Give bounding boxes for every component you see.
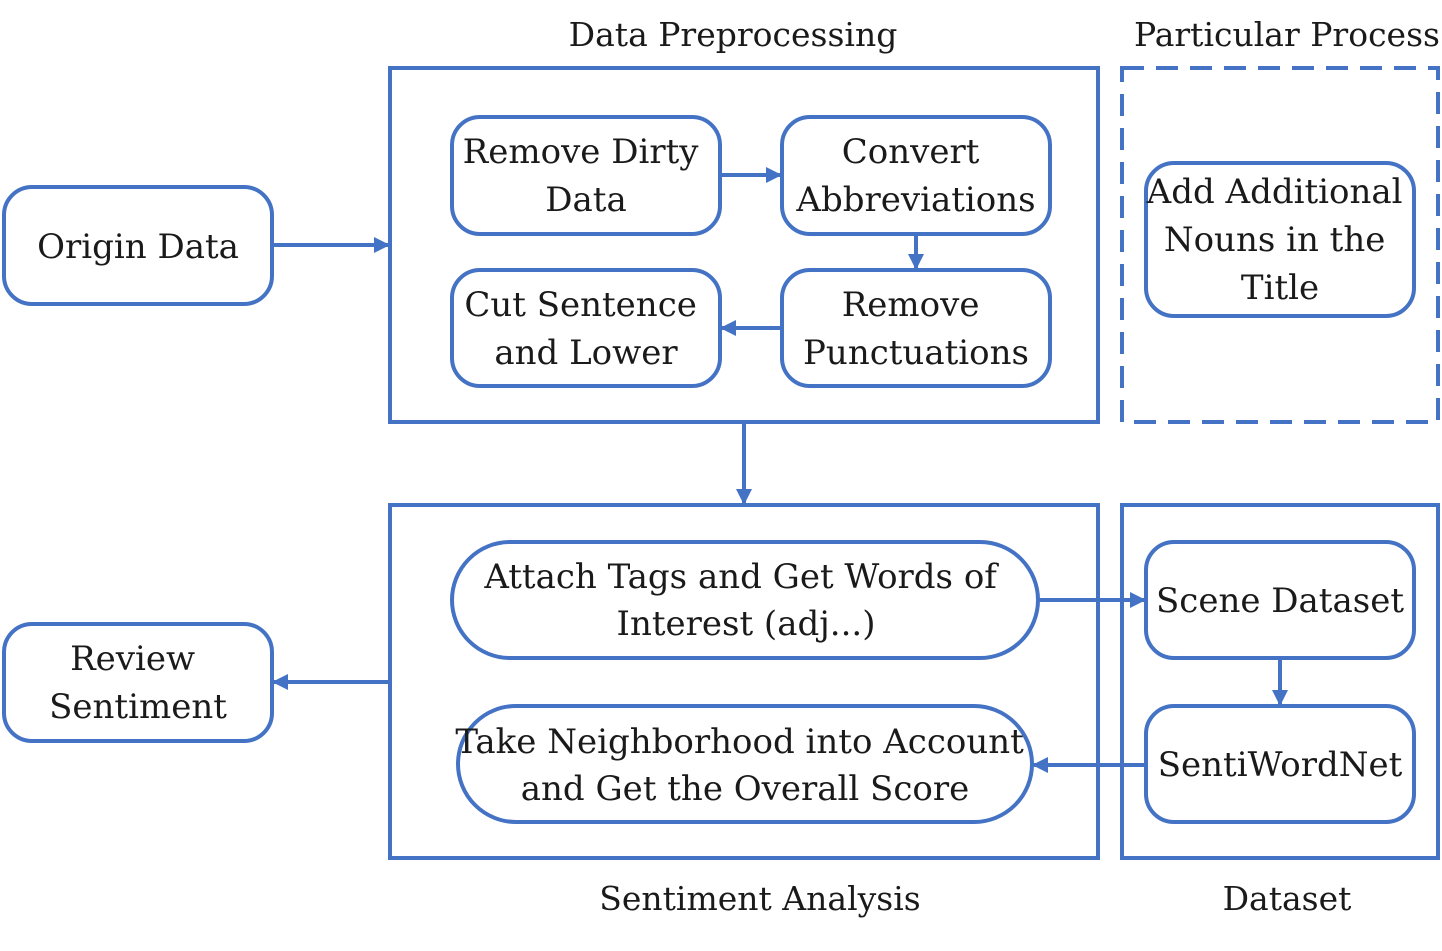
sentiwordnet-node: SentiWordNet [1144, 704, 1416, 824]
take-neighborhood-node: Take Neighborhood into Account and Get t… [455, 704, 1034, 824]
remove-dirty-data-node: Remove Dirty Data [450, 115, 722, 236]
sentiment-analysis-title: Sentiment Analysis [599, 879, 920, 918]
particular-process-title: Particular Process [1134, 15, 1440, 54]
remove-dirty-data-label: Remove Dirty Data [463, 132, 710, 220]
remove-punctuations-label: Remove Punctuations [803, 285, 1029, 373]
cut-sentence-lower-label: Cut Sentence and Lower [464, 285, 707, 373]
attach-tags-node: Attach Tags and Get Words of Interest (a… [450, 540, 1040, 660]
take-neighborhood-label: Take Neighborhood into Account and Get t… [455, 722, 1034, 809]
dataset-frame [1120, 503, 1440, 860]
origin-data-label: Origin Data [37, 227, 239, 267]
scene-dataset-label: Scene Dataset [1156, 581, 1404, 621]
sentiwordnet-label: SentiWordNet [1158, 745, 1403, 785]
origin-data-node: Origin Data [2, 185, 274, 306]
attach-tags-label: Attach Tags and Get Words of Interest (a… [483, 557, 1007, 644]
convert-abbreviations-label: Convert Abbreviations [795, 132, 1035, 220]
add-additional-nouns-label: Add Additional Nouns in the Title [1146, 172, 1414, 308]
data-preprocessing-title: Data Preprocessing [569, 15, 898, 54]
scene-dataset-node: Scene Dataset [1144, 540, 1416, 660]
remove-punctuations-node: Remove Punctuations [780, 268, 1052, 388]
dataset-title: Dataset [1223, 879, 1352, 918]
cut-sentence-lower-node: Cut Sentence and Lower [450, 268, 722, 388]
review-sentiment-node: Review Sentiment [2, 622, 274, 743]
add-additional-nouns-node: Add Additional Nouns in the Title [1144, 161, 1416, 318]
review-sentiment-label: Review Sentiment [49, 639, 227, 727]
particular-process-frame [1120, 66, 1440, 424]
convert-abbreviations-node: Convert Abbreviations [780, 115, 1052, 236]
